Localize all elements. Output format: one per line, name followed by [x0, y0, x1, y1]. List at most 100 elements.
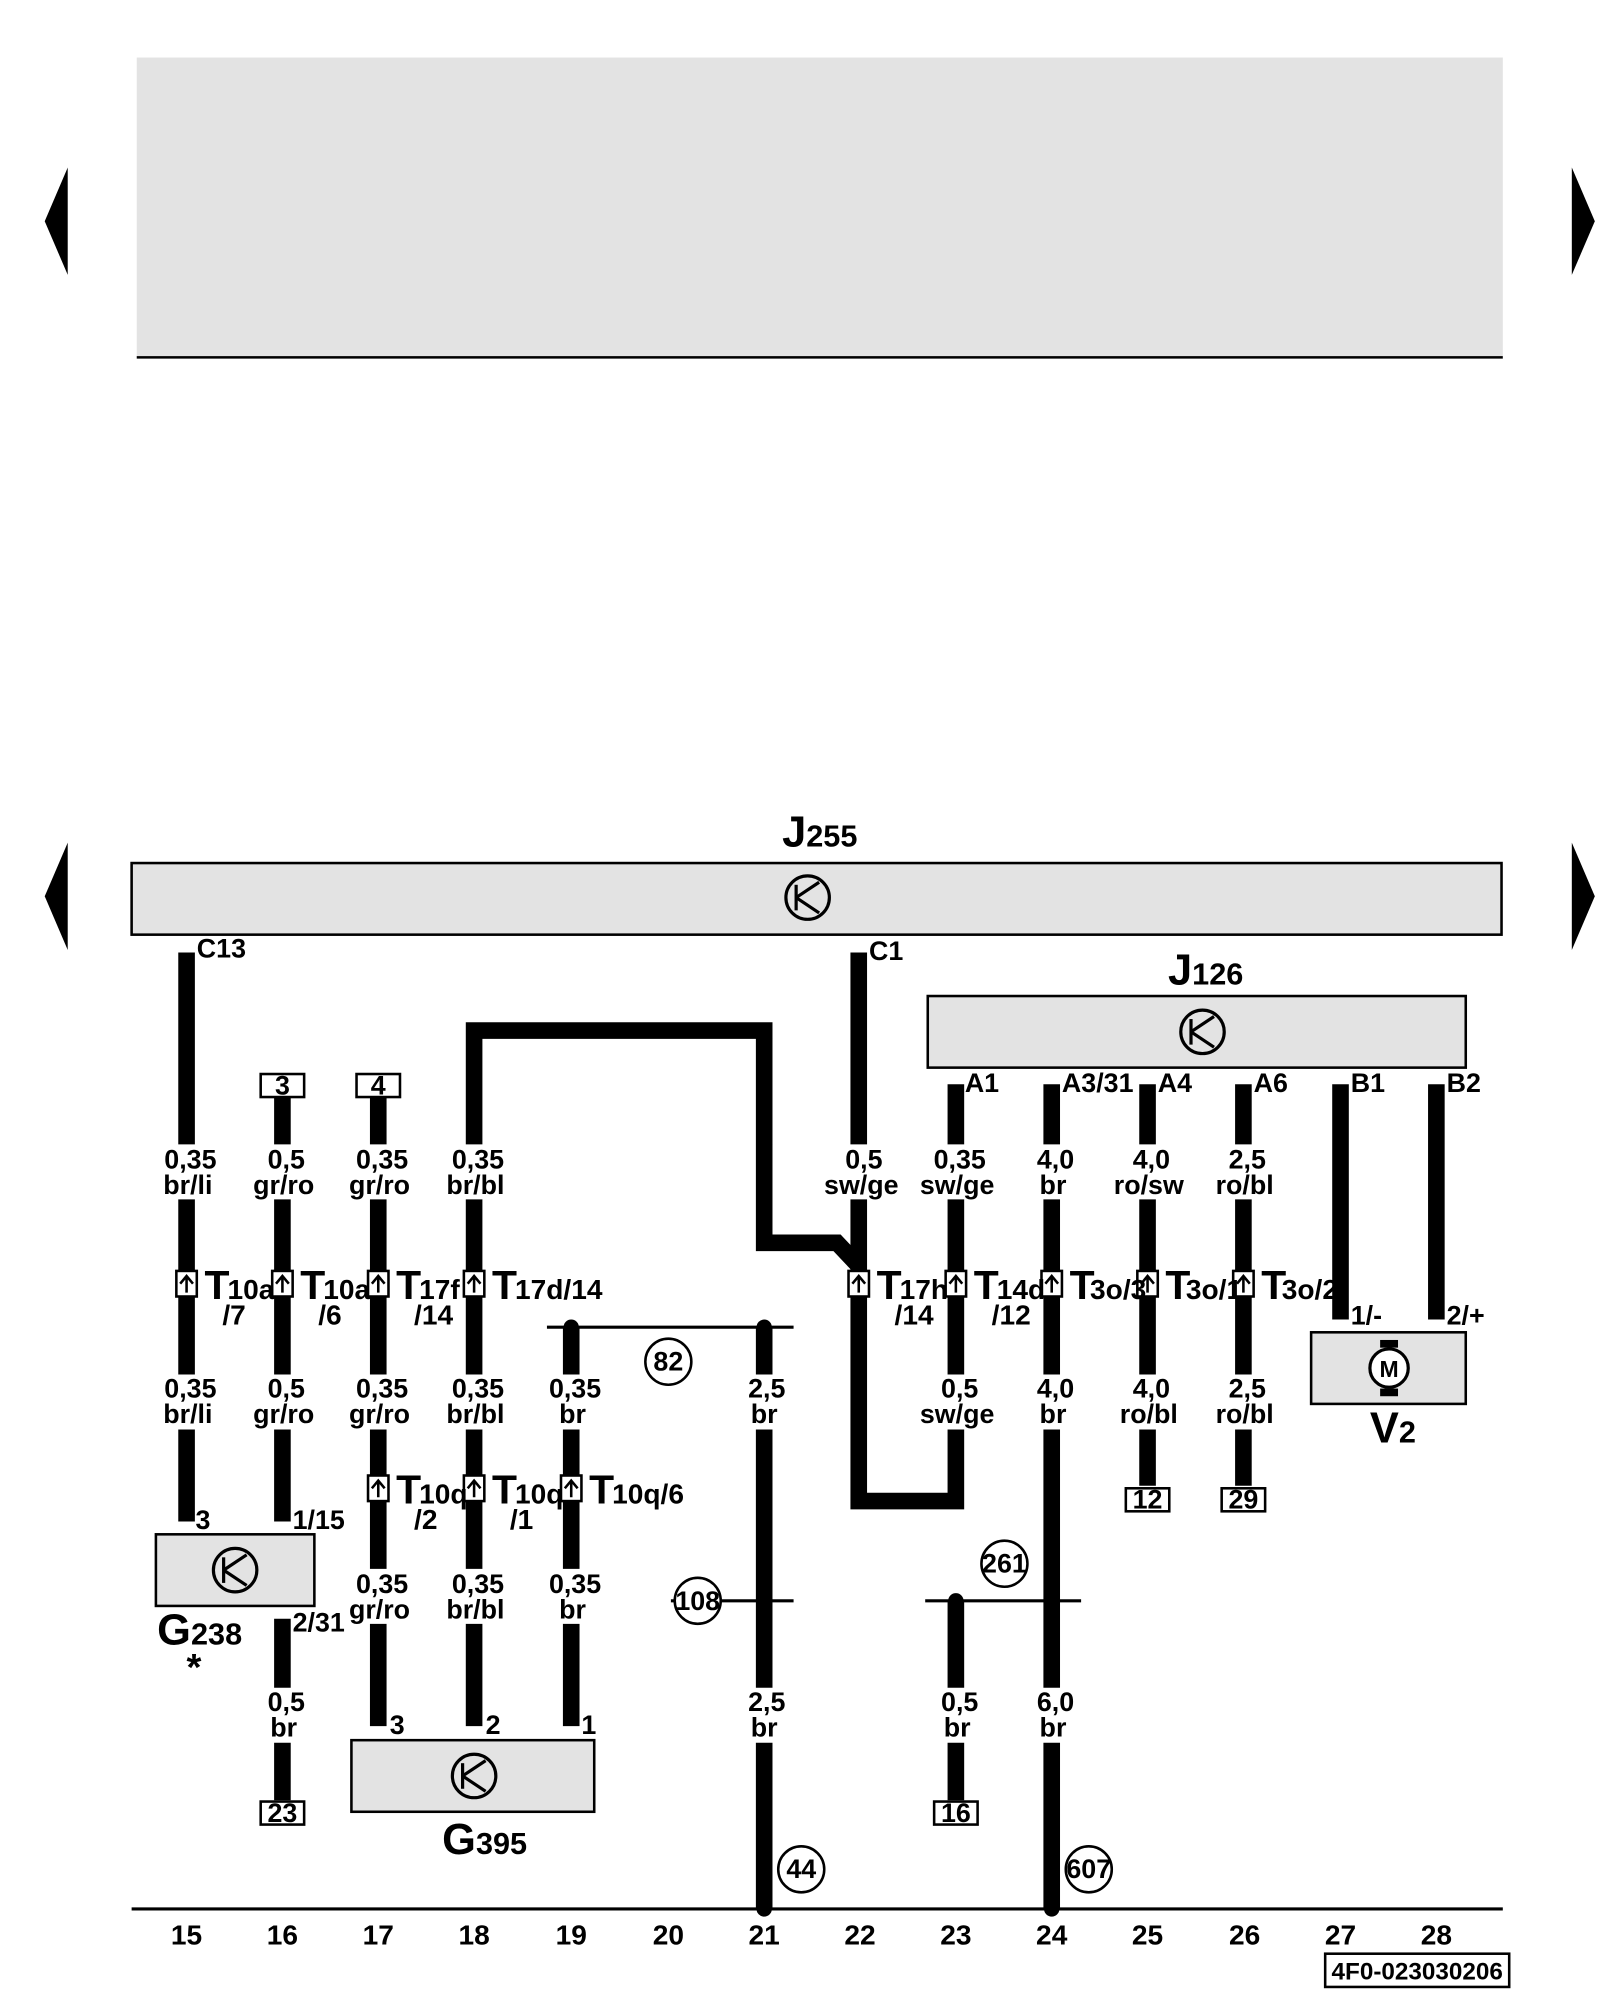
- svg-text:10q: 10q: [515, 1479, 563, 1510]
- svg-text:4,0: 4,0: [1133, 1145, 1170, 1175]
- svg-text:/1: /1: [510, 1504, 533, 1535]
- svg-text:2/31: 2/31: [293, 1607, 345, 1637]
- svg-text:br: br: [559, 1399, 586, 1429]
- arrow-left-icon[interactable]: [44, 167, 68, 275]
- svg-text:0,35: 0,35: [452, 1569, 504, 1599]
- header-panel: [136, 57, 1503, 357]
- svg-text:T: T: [492, 1262, 517, 1308]
- svg-text:0,35: 0,35: [356, 1145, 408, 1175]
- svg-text:1/15: 1/15: [293, 1505, 345, 1535]
- svg-text:0,35: 0,35: [356, 1569, 408, 1599]
- svg-text:C13: C13: [197, 934, 246, 964]
- svg-text:4: 4: [371, 1070, 386, 1100]
- wires: [178, 952, 1445, 1909]
- svg-text:2: 2: [486, 1710, 501, 1740]
- pin-labels: C13 C1 A1 A3/31 A4 A6 B1 B2 3 1/15 2/31 …: [196, 934, 1485, 1740]
- svg-text:B2: B2: [1447, 1068, 1481, 1098]
- svg-text:br: br: [751, 1712, 778, 1742]
- svg-text:T: T: [300, 1262, 325, 1308]
- component-label-g238: G238: [157, 1606, 242, 1654]
- svg-text:27: 27: [1325, 1920, 1356, 1951]
- sensor-g395: [350, 1738, 596, 1814]
- svg-text:2,5: 2,5: [1229, 1145, 1266, 1175]
- svg-text:3o/3: 3o/3: [1090, 1274, 1146, 1305]
- svg-text:12: 12: [1133, 1485, 1163, 1515]
- arrow-right-icon[interactable]: [1571, 842, 1595, 950]
- svg-text:br/li: br/li: [163, 1170, 212, 1200]
- svg-text:0,5: 0,5: [845, 1145, 882, 1175]
- svg-text:10q/6: 10q/6: [612, 1479, 684, 1510]
- svg-text:/6: /6: [318, 1300, 341, 1331]
- svg-text:gr/ro: gr/ro: [349, 1399, 410, 1429]
- svg-text:A6: A6: [1254, 1068, 1288, 1098]
- svg-text:10a: 10a: [323, 1274, 370, 1305]
- electronic-symbol-icon: [784, 874, 831, 921]
- svg-text:0,5: 0,5: [941, 1687, 978, 1717]
- svg-text:T: T: [204, 1262, 229, 1308]
- svg-text:10a: 10a: [227, 1274, 274, 1305]
- svg-text:br: br: [751, 1399, 778, 1429]
- svg-text:br/bl: br/bl: [446, 1399, 504, 1429]
- svg-text:br/li: br/li: [163, 1399, 212, 1429]
- component-label-v2: V2: [1370, 1404, 1416, 1452]
- svg-text:14d: 14d: [997, 1274, 1045, 1305]
- wire-labels: 0,35 br/li 0,35 br/li 0,5 gr/ro 0,5 gr/ro 0,…: [163, 1145, 1273, 1743]
- svg-text:6,0: 6,0: [1037, 1687, 1074, 1717]
- svg-text:gr/ro: gr/ro: [349, 1595, 410, 1625]
- svg-text:28: 28: [1421, 1920, 1452, 1951]
- component-label-g395: G395: [442, 1816, 527, 1864]
- svg-text:ro/bl: ro/bl: [1216, 1399, 1274, 1429]
- control-unit-j126: [926, 994, 1468, 1069]
- svg-text:108: 108: [675, 1586, 720, 1616]
- svg-text:3o/1: 3o/1: [1186, 1274, 1242, 1305]
- svg-text:17: 17: [363, 1920, 394, 1951]
- svg-text:16: 16: [941, 1798, 971, 1828]
- control-unit-j255: [130, 861, 1503, 936]
- svg-text:sw/ge: sw/ge: [920, 1170, 995, 1200]
- svg-text:br/bl: br/bl: [446, 1595, 504, 1625]
- reference-circles: 82 108 261 44 607: [644, 1337, 1114, 1894]
- svg-text:22: 22: [844, 1920, 875, 1951]
- electronic-symbol-icon: [1179, 1008, 1226, 1056]
- svg-text:T: T: [589, 1467, 614, 1513]
- svg-text:ro/bl: ro/bl: [1120, 1399, 1178, 1429]
- svg-text:br: br: [559, 1595, 586, 1625]
- svg-text:0,5: 0,5: [268, 1374, 305, 1404]
- arrow-right-icon[interactable]: [1571, 167, 1595, 275]
- svg-text:br: br: [1040, 1170, 1067, 1200]
- svg-text:24: 24: [1036, 1920, 1068, 1951]
- svg-text:br: br: [1040, 1712, 1067, 1742]
- svg-text:A1: A1: [965, 1068, 999, 1098]
- svg-text:C1: C1: [869, 936, 903, 966]
- svg-text:18: 18: [458, 1920, 489, 1951]
- svg-text:T: T: [1261, 1262, 1286, 1308]
- svg-text:M: M: [1379, 1356, 1398, 1382]
- svg-text:607: 607: [1066, 1854, 1111, 1884]
- connector-symbols: [175, 1269, 1255, 1503]
- svg-text:2/+: 2/+: [1447, 1301, 1485, 1331]
- doc-code: 4F0-023030206: [1332, 1958, 1503, 1985]
- svg-text:29: 29: [1228, 1485, 1258, 1515]
- svg-text:2,5: 2,5: [748, 1374, 785, 1404]
- component-label-j255: J255: [782, 808, 857, 856]
- svg-text:17d/14: 17d/14: [515, 1274, 603, 1305]
- svg-text:0,35: 0,35: [934, 1145, 986, 1175]
- svg-text:16: 16: [267, 1920, 298, 1951]
- svg-text:gr/ro: gr/ro: [253, 1170, 314, 1200]
- svg-text:25: 25: [1132, 1920, 1163, 1951]
- doc-code-box: [1323, 1952, 1511, 1989]
- svg-text:ro/bl: ro/bl: [1216, 1170, 1274, 1200]
- svg-text:T: T: [1070, 1262, 1095, 1308]
- svg-text:44: 44: [786, 1854, 816, 1884]
- svg-text:3o/2: 3o/2: [1282, 1274, 1338, 1305]
- svg-text:0,35: 0,35: [549, 1374, 601, 1404]
- svg-text:19: 19: [556, 1920, 587, 1951]
- svg-text:23: 23: [267, 1798, 297, 1828]
- svg-text:br/bl: br/bl: [446, 1170, 504, 1200]
- svg-text:br: br: [1040, 1399, 1067, 1429]
- svg-text:17f: 17f: [419, 1274, 460, 1305]
- arrow-left-icon[interactable]: [44, 842, 68, 950]
- svg-text:0,35: 0,35: [452, 1374, 504, 1404]
- reference-boxes: 3 4 12 29 23 16: [259, 1070, 1267, 1828]
